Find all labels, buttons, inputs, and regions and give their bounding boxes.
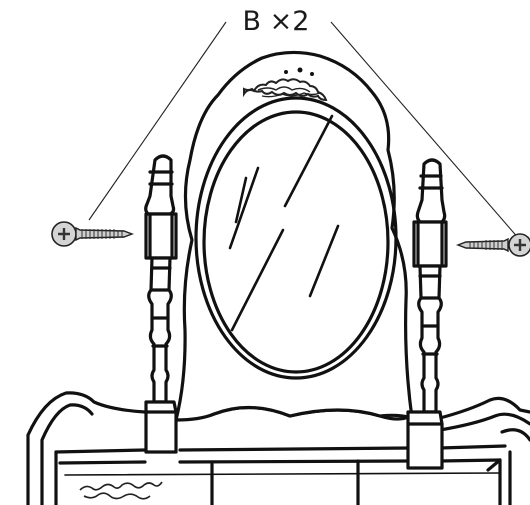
screw-icon — [456, 233, 530, 257]
leader-line-left — [88, 21, 227, 221]
right-mirror-post — [406, 158, 448, 470]
left-mirror-post — [144, 154, 178, 454]
screw-icon — [51, 221, 134, 247]
mirror-crest-ornament — [243, 67, 328, 102]
drawer-ornament — [79, 481, 163, 500]
part-callout-label: B ×2 — [242, 6, 310, 37]
leader-line-right — [330, 21, 521, 241]
mirror-frame — [174, 50, 414, 422]
